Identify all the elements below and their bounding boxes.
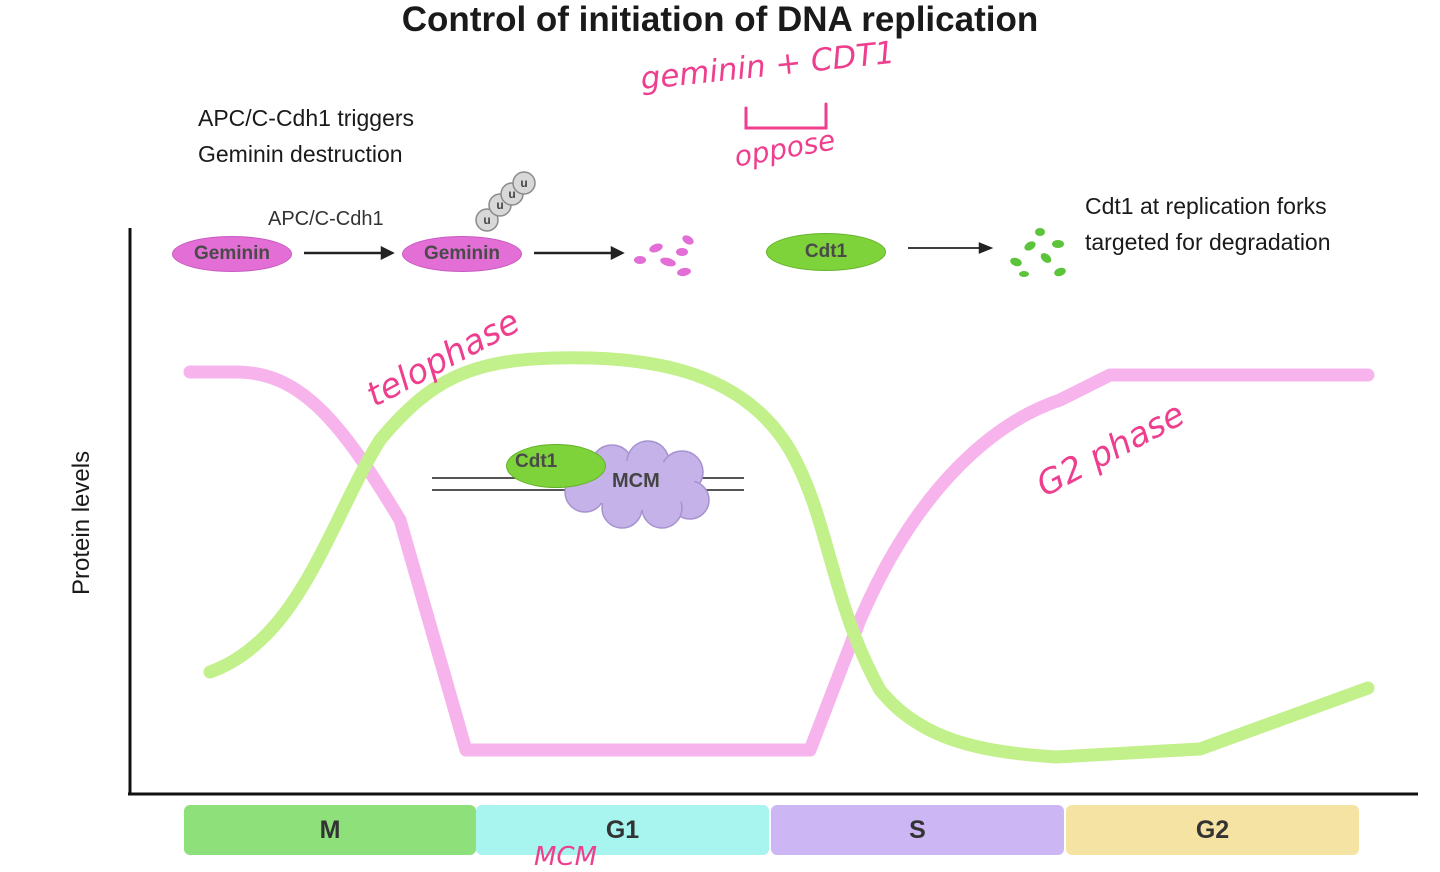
y-axis-label: Protein levels xyxy=(68,450,95,595)
geminin-protein: Geminin xyxy=(172,236,292,272)
ubiquitin-chain xyxy=(475,171,536,232)
phase-m: M xyxy=(184,805,476,855)
phase-g2: G2 xyxy=(1066,805,1359,855)
cdt1-protein: Cdt1 xyxy=(766,233,886,271)
complex-cdt1: Cdt1 xyxy=(506,444,606,488)
apc-note-line2: Geminin destruction xyxy=(198,141,403,167)
annotation-mcm-note: MCM xyxy=(534,842,598,872)
ubiquitin-labels: u u u u xyxy=(483,176,527,227)
cdt1-level-curve xyxy=(203,351,1375,764)
complex-mcm-label: MCM xyxy=(612,470,660,492)
diagram-title: Control of initiation of DNA replication xyxy=(401,0,1039,39)
cdt1-note-line2: targeted for degradation xyxy=(1085,229,1331,255)
mcm-complex xyxy=(564,440,710,529)
ubiquitin-label: u xyxy=(483,213,490,227)
geminin-level-curve xyxy=(183,365,1375,757)
phase-g1: G1 xyxy=(476,805,769,855)
apc-note: APC/C-Cdh1 triggers Geminin destruction xyxy=(198,100,414,172)
geminin-ubiquitinated-protein: Geminin xyxy=(402,236,522,272)
ubiquitin-label: u xyxy=(496,198,503,212)
apc-arrow-label: APC/C-Cdh1 xyxy=(268,208,384,230)
cdt1-note: Cdt1 at replication forks targeted for d… xyxy=(1085,188,1331,260)
phase-s: S xyxy=(771,805,1064,855)
apc-note-line1: APC/C-Cdh1 triggers xyxy=(198,105,415,131)
geminin-fragments xyxy=(634,235,694,277)
pathway-arrows xyxy=(304,242,994,261)
cdt1-note-line1: Cdt1 at replication forks xyxy=(1085,193,1327,219)
ubiquitin-label: u xyxy=(520,176,527,190)
cdt1-fragments xyxy=(1010,228,1066,277)
ubiquitin-label: u xyxy=(508,187,515,201)
